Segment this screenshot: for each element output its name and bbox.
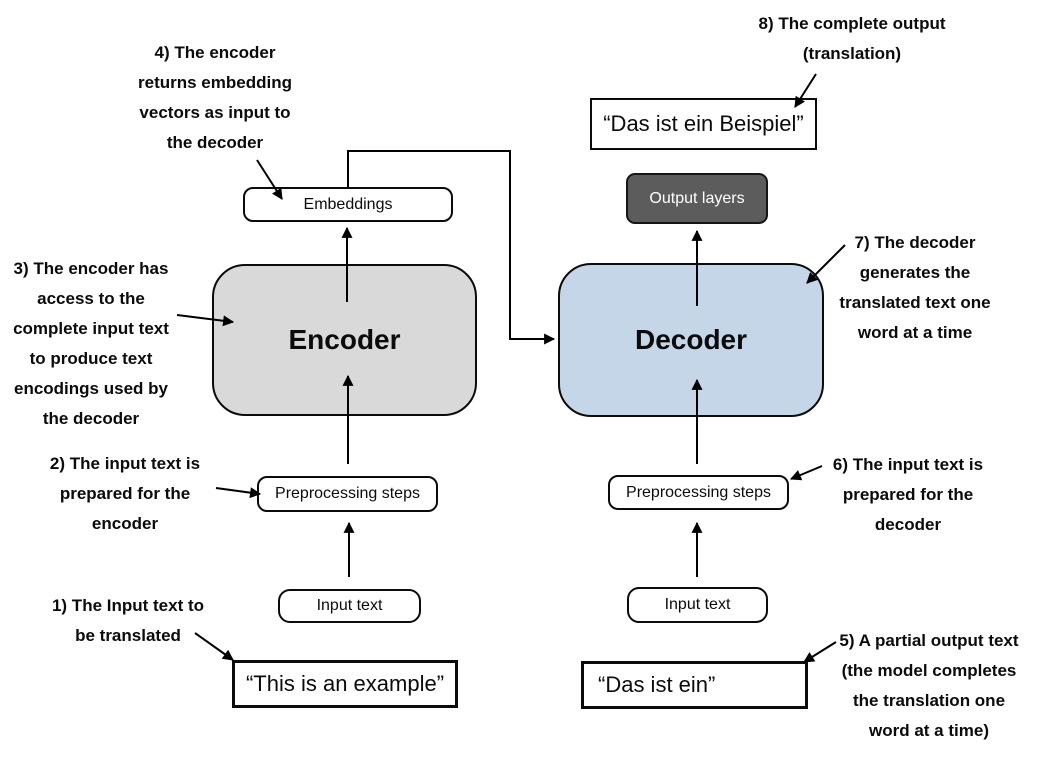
annotation-5-partial-output: 5) A partial output text (the model comp… xyxy=(839,631,1019,740)
annotation-7-decoder-generates: 7) The decoder generates the translated … xyxy=(839,233,991,342)
output-layers-box: Output layers xyxy=(626,173,768,224)
decoder-box: Decoder xyxy=(558,263,824,417)
input-text-box-decoder: Input text xyxy=(627,587,768,623)
preprocessing-steps-box-encoder: Preprocessing steps xyxy=(257,476,438,512)
annotation-2-input-prepared-encoder: 2) The input text is prepared for the en… xyxy=(49,454,201,533)
encoder-box: Encoder xyxy=(212,264,477,416)
partial-output-box: “Das ist ein” xyxy=(581,661,808,709)
annotation-8-complete-output: 8) The complete output (translation) xyxy=(758,14,946,63)
input-text-box-encoder: Input text xyxy=(278,589,421,623)
embeddings-box: Embeddings xyxy=(243,187,453,222)
arrow-note2-to-preprocessing xyxy=(215,487,262,499)
source-sentence-box: “This is an example” xyxy=(232,660,458,708)
annotation-1-input-to-translate: 1) The Input text to be translated xyxy=(51,596,205,645)
annotation-3-encoder-access: 3) The encoder has access to the complet… xyxy=(13,259,169,428)
annotation-4-encoder-returns-embeddings: 4) The encoder returns embedding vectors… xyxy=(138,43,292,152)
complete-output-box: “Das ist ein Beispiel” xyxy=(590,98,817,150)
preprocessing-steps-box-decoder: Preprocessing steps xyxy=(608,475,789,510)
annotation-6-input-prepared-decoder: 6) The input text is prepared for the de… xyxy=(832,455,984,534)
